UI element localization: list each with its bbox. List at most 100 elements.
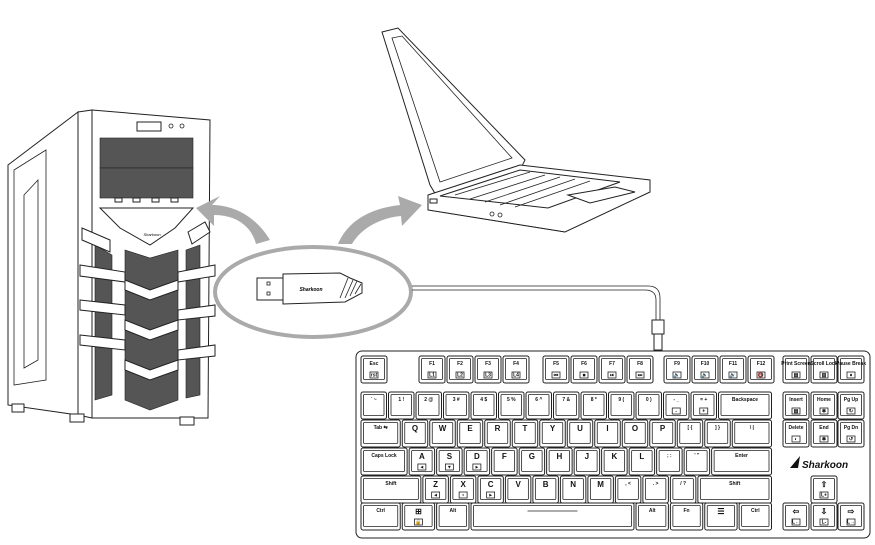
key-label: D bbox=[474, 452, 480, 461]
key-[interactable]: ' " bbox=[683, 447, 711, 476]
key-[interactable]: / ? bbox=[669, 475, 697, 504]
key-delete[interactable]: Delete◐ bbox=[782, 419, 810, 448]
key-f[interactable]: F bbox=[491, 447, 518, 476]
key-pg-dn[interactable]: Pg Dn↺ bbox=[837, 419, 865, 448]
key-f10[interactable]: F10🔉 bbox=[691, 355, 719, 384]
key-9[interactable]: 9 ( bbox=[608, 391, 635, 420]
laptop-keyboard bbox=[454, 171, 591, 208]
key-1[interactable]: 1 ! bbox=[388, 391, 415, 420]
key-z[interactable]: Z◂ bbox=[422, 475, 449, 504]
key-l[interactable]: L bbox=[628, 447, 656, 476]
key-[interactable]: ` ~ bbox=[360, 391, 387, 420]
key-end[interactable]: End✱ bbox=[810, 419, 838, 448]
key-[interactable]: [ { bbox=[676, 419, 704, 448]
key-y[interactable]: Y bbox=[539, 419, 566, 448]
key-4[interactable]: 4 $ bbox=[470, 391, 497, 420]
key-3[interactable]: 3 # bbox=[443, 391, 470, 420]
key-j[interactable]: J bbox=[573, 447, 601, 476]
key-f9[interactable]: F9🔈 bbox=[663, 355, 691, 384]
key-[interactable]: ] } bbox=[704, 419, 731, 448]
key-s[interactable]: S▾ bbox=[436, 447, 463, 476]
key-backspace[interactable]: Backspace bbox=[718, 391, 772, 420]
key-w[interactable]: W bbox=[429, 419, 456, 448]
key-2[interactable]: 2 @ bbox=[415, 391, 442, 420]
key-shift[interactable]: Shift bbox=[360, 475, 422, 504]
key-label: Ctrl bbox=[376, 508, 385, 514]
key-[interactable]: = ++ bbox=[690, 391, 717, 420]
key-t[interactable]: T bbox=[511, 419, 539, 448]
key-k[interactable]: K bbox=[601, 447, 628, 476]
key-b[interactable]: B bbox=[532, 475, 559, 504]
key-label: ⇧ bbox=[821, 480, 828, 489]
key-f8[interactable]: F8⏭ bbox=[626, 355, 654, 384]
key-f6[interactable]: F6■ bbox=[570, 355, 598, 384]
key-[interactable]: ⇨L→ bbox=[837, 502, 865, 531]
key-fn[interactable]: Fn bbox=[669, 502, 704, 531]
key-ctrl[interactable]: Ctrl bbox=[738, 502, 772, 531]
key-print-screen[interactable]: Print Screen▤ bbox=[781, 355, 811, 384]
key-[interactable]: ⇧L+ bbox=[810, 475, 838, 504]
key-g[interactable]: G bbox=[518, 447, 546, 476]
key-alt[interactable]: Alt bbox=[436, 502, 470, 531]
key-sublabel: ✱ bbox=[822, 409, 827, 415]
key-o[interactable]: O bbox=[621, 419, 649, 448]
key-p[interactable]: P bbox=[649, 419, 676, 448]
key-q[interactable]: Q bbox=[401, 419, 429, 448]
key-pause-break[interactable]: Pause Break⏸ bbox=[836, 355, 866, 384]
key-7[interactable]: 7 & bbox=[553, 391, 580, 420]
key-u[interactable]: U bbox=[566, 419, 594, 448]
key-label: - _ bbox=[673, 397, 679, 403]
key-x[interactable]: X▪ bbox=[449, 475, 477, 504]
key-[interactable]: \ | bbox=[731, 419, 772, 448]
key-ctrl[interactable]: Ctrl bbox=[360, 502, 401, 531]
key-[interactable]: - _- bbox=[663, 391, 690, 420]
key-label: Alt bbox=[449, 508, 456, 514]
key-h[interactable]: H bbox=[546, 447, 573, 476]
key-[interactable]: ⇦L← bbox=[782, 502, 810, 531]
key-[interactable]: . > bbox=[642, 475, 669, 504]
key-scroll-lock[interactable]: Scroll Lock▥ bbox=[810, 355, 838, 384]
key-c[interactable]: C▸ bbox=[477, 475, 504, 504]
key-[interactable]: ☰ bbox=[704, 502, 738, 531]
key-alt[interactable]: Alt bbox=[635, 502, 669, 531]
key-home[interactable]: Home✱ bbox=[810, 391, 838, 420]
key-enter[interactable]: Enter bbox=[711, 447, 772, 476]
key-label: Backspace bbox=[732, 397, 758, 403]
key-[interactable]: , < bbox=[614, 475, 642, 504]
key-i[interactable]: I bbox=[594, 419, 621, 448]
key-d[interactable]: D▸ bbox=[463, 447, 491, 476]
key-caps-lock[interactable]: Caps Lock bbox=[360, 447, 408, 476]
key-pg-up[interactable]: Pg Up↻ bbox=[837, 391, 865, 420]
key-f7[interactable]: F7⏯ bbox=[598, 355, 626, 384]
key-v[interactable]: V bbox=[504, 475, 532, 504]
key-shift[interactable]: Shift bbox=[697, 475, 772, 504]
key-f12[interactable]: F12🔇 bbox=[747, 355, 775, 384]
key-label: ⇨ bbox=[848, 507, 855, 516]
key-insert[interactable]: Insert▤ bbox=[782, 391, 810, 420]
key-[interactable]: ; : bbox=[656, 447, 683, 476]
key-m[interactable]: M bbox=[587, 475, 614, 504]
key-f5[interactable]: F5⏮ bbox=[542, 355, 570, 384]
key-label: ⇩ bbox=[821, 507, 828, 516]
key-sublabel: ↻ bbox=[849, 409, 853, 415]
key-[interactable]: ⇩L- bbox=[810, 502, 838, 531]
key-r[interactable]: R bbox=[484, 419, 511, 448]
key-tab[interactable]: Tab ⇆ bbox=[360, 419, 401, 448]
key-a[interactable]: A◂ bbox=[408, 447, 436, 476]
key-0[interactable]: 0 ) bbox=[635, 391, 662, 420]
key-space[interactable] bbox=[470, 502, 635, 531]
key-[interactable]: ⊞🔒 bbox=[401, 502, 436, 531]
key-f11[interactable]: F11🔊 bbox=[719, 355, 747, 384]
key-label: ` ~ bbox=[371, 397, 377, 403]
key-5[interactable]: 5 % bbox=[498, 391, 525, 420]
key-8[interactable]: 8 * bbox=[580, 391, 607, 420]
key-n[interactable]: N bbox=[559, 475, 587, 504]
key-e[interactable]: E bbox=[456, 419, 484, 448]
key-6[interactable]: 6 ^ bbox=[525, 391, 552, 420]
